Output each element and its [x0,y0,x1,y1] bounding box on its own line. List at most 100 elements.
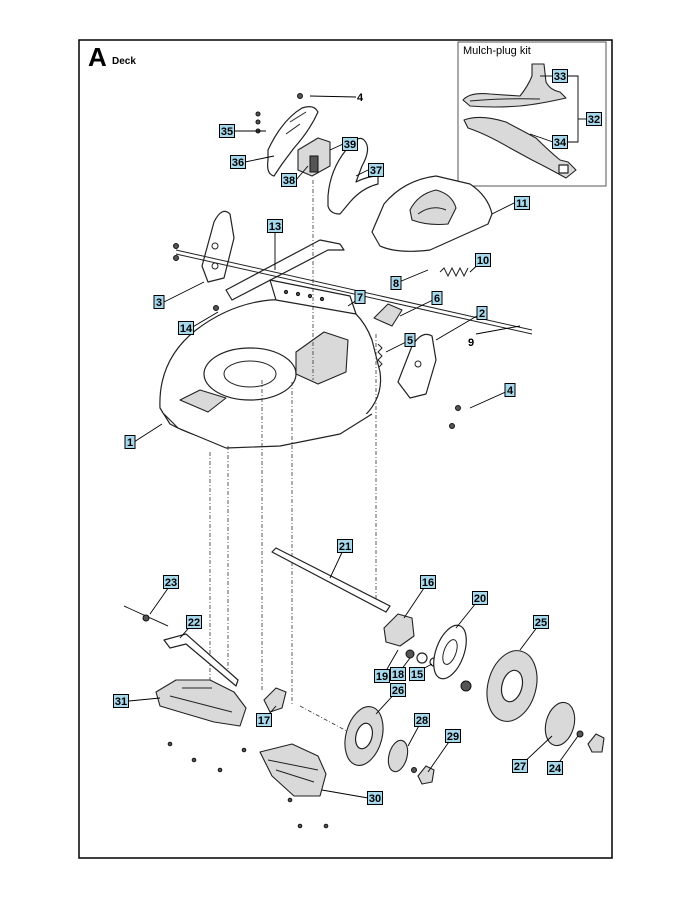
callout-20: 20 [472,591,488,605]
callout-number: 38 [283,175,295,187]
callout-number: 3 [156,297,162,309]
callout-box [390,667,406,681]
callout-box [256,713,272,727]
callout-box [390,276,402,290]
callout-box [374,669,390,683]
callout-number: 23 [165,577,177,589]
callout-number: 21 [339,541,351,553]
callout-box [420,575,436,589]
callout-1: 1 [124,435,136,449]
callout-box [163,575,179,589]
callout-8: 8 [390,276,402,290]
callout-number: 24 [549,763,562,775]
callout-36: 36 [230,155,246,169]
rear-brackets [173,210,533,429]
callout-number: 34 [554,137,567,149]
callout-33: 33 [552,69,568,83]
callout-number: 14 [180,323,193,335]
callout-number: 36 [232,157,244,169]
callout-box [186,615,202,629]
lower-components [123,547,605,829]
callout-box [178,321,194,335]
callout-7: 7 [354,290,366,304]
mulch-plug-part [462,63,567,108]
callout-39: 39 [342,137,358,151]
callout-number: 26 [392,685,404,697]
callout-27: 27 [512,759,528,773]
callout-number: 11 [516,198,528,210]
callout-number: 5 [407,335,413,347]
callout-box [219,124,235,138]
callout-number: 9 [468,337,474,349]
callout-number: 4 [357,92,364,104]
callout-9: 9 [468,337,474,349]
callout-number: 13 [269,221,281,233]
callout-number: 30 [369,793,381,805]
callout-number: 29 [447,731,459,743]
callout-box [414,713,430,727]
callout-32: 32 [586,112,602,126]
callout-15: 15 [409,667,425,681]
callout-box [409,667,425,681]
callout-number: 19 [376,671,388,683]
callout-22: 22 [186,615,202,629]
callout-37: 37 [368,163,384,177]
callout-box [552,69,568,83]
callout-34: 34 [552,135,568,149]
callout-box [431,291,443,305]
callout-box [337,539,353,553]
callout-35: 35 [219,124,235,138]
callout-box [533,615,549,629]
callout-box [472,591,488,605]
callout-number: 4 [507,385,514,397]
mower-deck [159,279,382,449]
callout-17: 17 [256,713,272,727]
callout-number: 39 [344,139,356,151]
grass-cover [371,175,493,252]
callout-21: 21 [337,539,353,553]
callout-28: 28 [414,713,430,727]
callout-box [390,683,406,697]
callout-number: 20 [474,593,486,605]
callout-number: 15 [411,669,423,681]
callout-29: 29 [445,729,461,743]
callout-box [354,290,366,304]
callout-number: 17 [258,715,270,727]
callout-box [113,694,129,708]
callout-box [404,333,416,347]
alignment-lines [209,180,377,737]
diagram-frame [78,39,613,859]
callout-14: 14 [178,321,194,335]
callout-number: 37 [370,165,382,177]
callout-6: 6 [431,291,443,305]
callout-number: 25 [535,617,547,629]
callout-box [552,135,568,149]
callout-box [547,761,563,775]
callout-number: 7 [357,292,363,304]
callout-number: 28 [416,715,428,727]
callout-25: 25 [533,615,549,629]
callout-16: 16 [420,575,436,589]
callout-box [476,306,488,320]
callout-19: 19 [374,669,390,683]
callout-layer: 1234456789101113141516171819202122232425… [113,69,602,805]
handle-assembly [255,93,379,215]
callout-38: 38 [281,173,297,187]
callout-number: 33 [554,71,566,83]
callout-box [445,729,461,743]
callout-number: 35 [221,126,233,138]
kit-title: Mulch-plug kit [463,45,531,57]
callout-number: 18 [392,669,404,681]
callout-4: 4 [504,383,516,397]
callout-18: 18 [390,667,406,681]
callout-5: 5 [404,333,416,347]
section-letter: A [88,42,107,72]
handle-bar-left [267,106,319,177]
callout-box [267,219,283,233]
callout-number: 1 [127,437,133,449]
callout-31: 31 [113,694,129,708]
callout-box [512,759,528,773]
callout-number: 31 [115,696,127,708]
callout-number: 6 [434,293,440,305]
callout-number: 32 [588,114,600,126]
